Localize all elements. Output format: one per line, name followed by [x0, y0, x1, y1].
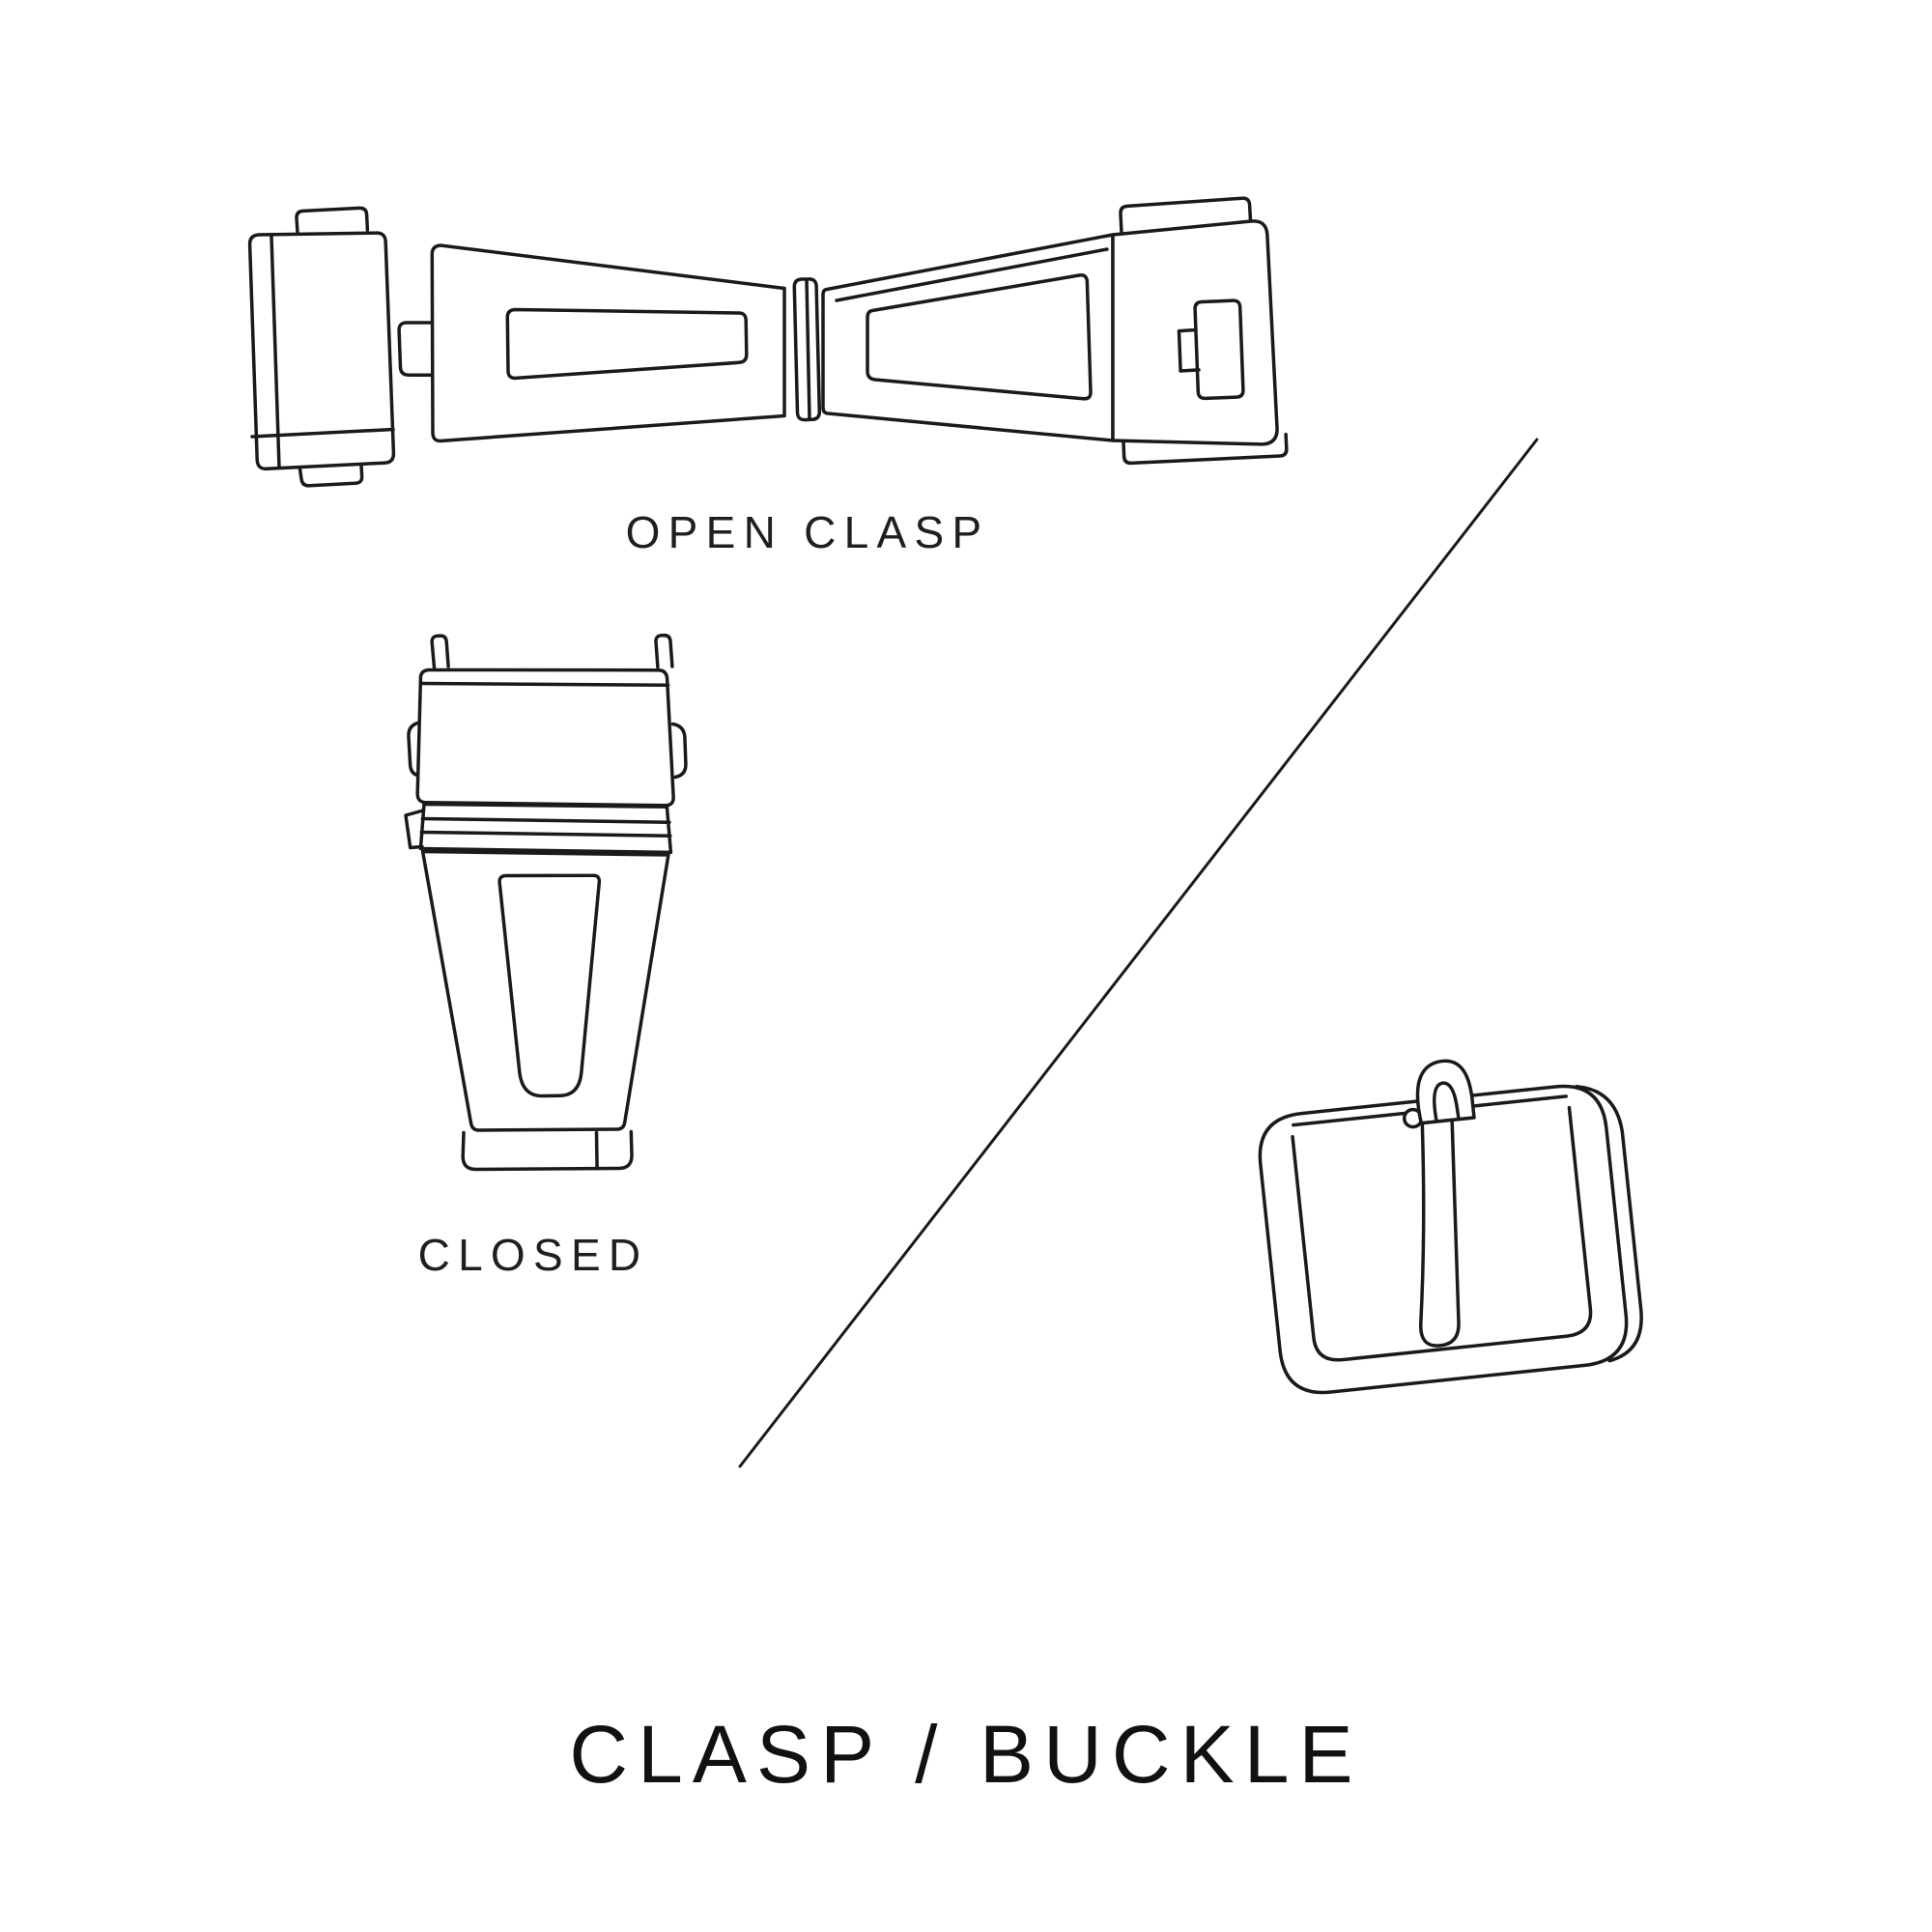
closed-clasp-band-tab: [404, 809, 425, 850]
closed-clasp-pusher-right: [670, 722, 688, 780]
buckle-prong-loop: [1415, 1059, 1476, 1125]
open-clasp-bottom-tab: [298, 460, 364, 488]
buckle-prong: [1419, 1118, 1461, 1348]
closed-clasp-band-line-2: [419, 830, 672, 838]
open-clasp-end-link-edge: [270, 234, 281, 469]
closed-clasp-cover: [415, 668, 675, 808]
buckle-prong-loop-inner: [1433, 1081, 1461, 1123]
page-title: CLASP / BUCKLE: [569, 1709, 1363, 1800]
closed-clasp-base: [461, 1129, 634, 1172]
open-clasp-end-cap-bottom-lip: [1122, 432, 1289, 466]
open-clasp-connector-tab: [397, 321, 434, 377]
open-clasp-end-link-crease: [250, 427, 395, 439]
open-clasp-left-arm-cutout: [505, 307, 749, 381]
open-clasp-label: OPEN CLASP: [625, 507, 990, 557]
diagonal-divider-line: [738, 438, 1539, 1468]
closed-clasp-pusher-left: [407, 721, 424, 779]
open-clasp-end-cap-top-lip: [1119, 196, 1253, 236]
open-clasp-illustration: [247, 196, 1289, 488]
closed-clasp-cover-edge: [420, 681, 670, 688]
closed-clasp-prong-right: [654, 633, 674, 669]
open-clasp-hinge-line: [805, 277, 811, 421]
buckle-frame-depth-edge: [1575, 1084, 1643, 1363]
closed-clasp-band-line-1: [420, 816, 671, 824]
closed-clasp-label: CLOSED: [417, 1230, 649, 1280]
open-clasp-left-arm: [430, 243, 786, 443]
buckle-frame-inner: [1291, 1105, 1593, 1362]
open-clasp-top-tab: [295, 206, 370, 235]
open-clasp-latch-slot: [1193, 298, 1245, 401]
closed-clasp-illustration: [404, 633, 688, 1172]
closed-clasp-band: [418, 802, 673, 855]
closed-clasp-body: [420, 849, 670, 1132]
closed-clasp-prong-left: [430, 634, 450, 669]
open-clasp-latch-notch: [1177, 327, 1201, 373]
open-clasp-right-arm-edge: [835, 247, 1109, 302]
open-clasp-right-arm-cutout: [866, 273, 1093, 401]
open-clasp-right-arm: [821, 233, 1115, 442]
closed-clasp-base-line: [594, 1130, 599, 1171]
tang-buckle-illustration: [1258, 1059, 1643, 1395]
closed-clasp-body-cutout: [497, 873, 602, 1098]
open-clasp-end-link: [247, 231, 396, 471]
